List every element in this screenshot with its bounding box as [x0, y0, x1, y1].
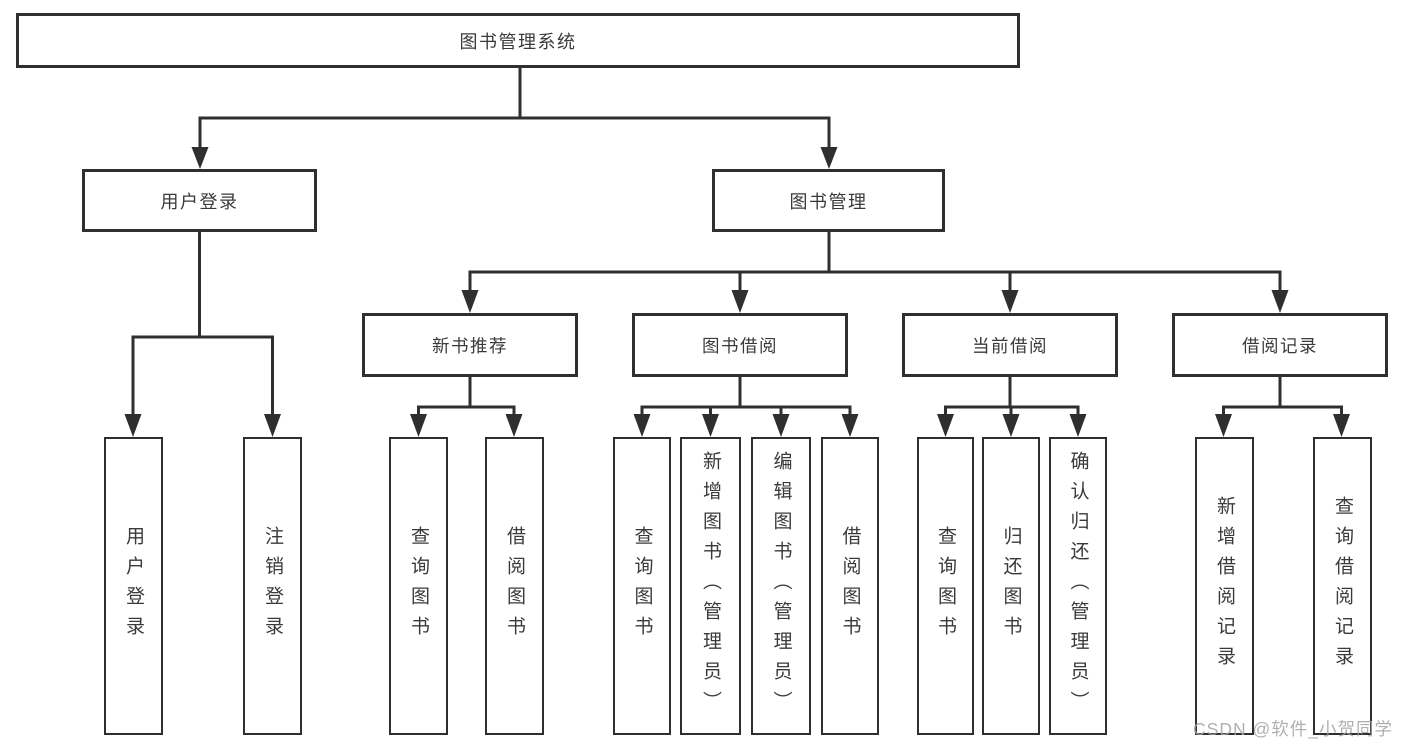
node-borrow-records: 借阅记录: [1172, 313, 1388, 377]
node-label: 借阅图书: [839, 526, 861, 646]
node-label: 借阅记录: [1242, 335, 1318, 356]
leaf-bb-borrow-books: 借阅图书: [821, 437, 879, 735]
node-label: 注销登录: [262, 526, 283, 646]
leaf-user-login: 用户登录: [104, 437, 163, 735]
edge-user-login-to-leaves: [124, 232, 281, 437]
node-label: 编辑图书（管理员）: [770, 451, 792, 721]
node-library-management-system: 图书管理系统: [16, 13, 1020, 68]
leaf-nbr-query-books: 查询图书: [389, 437, 448, 735]
node-label: 确认归还（管理员）: [1067, 451, 1089, 721]
node-label: 用户登录: [160, 191, 239, 212]
leaf-bb-add-books-admin: 新增图书（管理员）: [680, 437, 741, 735]
leaf-bb-query-books: 查询图书: [613, 437, 671, 735]
node-label: 图书借阅: [702, 335, 778, 356]
node-label: 借阅图书: [504, 526, 525, 646]
edge-borrow-records-to-leaves: [1215, 377, 1350, 437]
node-book-borrow: 图书借阅: [632, 313, 848, 377]
leaf-cb-confirm-return-admin: 确认归还（管理员）: [1049, 437, 1107, 735]
node-label: 用户登录: [123, 526, 144, 646]
node-label: 归还图书: [1000, 526, 1022, 646]
node-book-management: 图书管理: [712, 169, 945, 232]
node-user-login: 用户登录: [82, 169, 317, 232]
leaf-bb-edit-books-admin: 编辑图书（管理员）: [751, 437, 811, 735]
node-label: 新增图书（管理员）: [700, 451, 721, 721]
leaf-br-query-record: 查询借阅记录: [1313, 437, 1372, 735]
node-new-book-recommend: 新书推荐: [362, 313, 578, 377]
node-label: 图书管理: [789, 191, 868, 212]
node-label: 当前借阅: [972, 335, 1048, 356]
edge-book-borrow-to-leaves: [633, 377, 859, 437]
leaf-cb-query-books: 查询图书: [917, 437, 974, 735]
edge-current-borrow-to-leaves: [937, 377, 1087, 437]
leaf-cb-return-books: 归还图书: [982, 437, 1040, 735]
node-current-borrow: 当前借阅: [902, 313, 1118, 377]
leaf-br-add-record: 新增借阅记录: [1195, 437, 1254, 735]
node-label: 查询图书: [408, 526, 429, 646]
leaf-nbr-borrow-books: 借阅图书: [485, 437, 544, 735]
edge-root-to-level2: [191, 68, 838, 169]
node-label: 查询图书: [631, 526, 653, 646]
node-label: 新增借阅记录: [1214, 496, 1235, 676]
node-label: 图书管理系统: [459, 31, 577, 52]
node-label: 查询借阅记录: [1332, 496, 1353, 676]
csdn-watermark: CSDN @软件_小贺同学: [1193, 719, 1393, 739]
node-label: 查询图书: [935, 526, 956, 646]
edge-new-book-recommend-to-leaves: [410, 377, 523, 437]
node-label: 新书推荐: [432, 335, 508, 356]
edge-book-management-to-level3: [461, 232, 1289, 313]
leaf-logout: 注销登录: [243, 437, 302, 735]
